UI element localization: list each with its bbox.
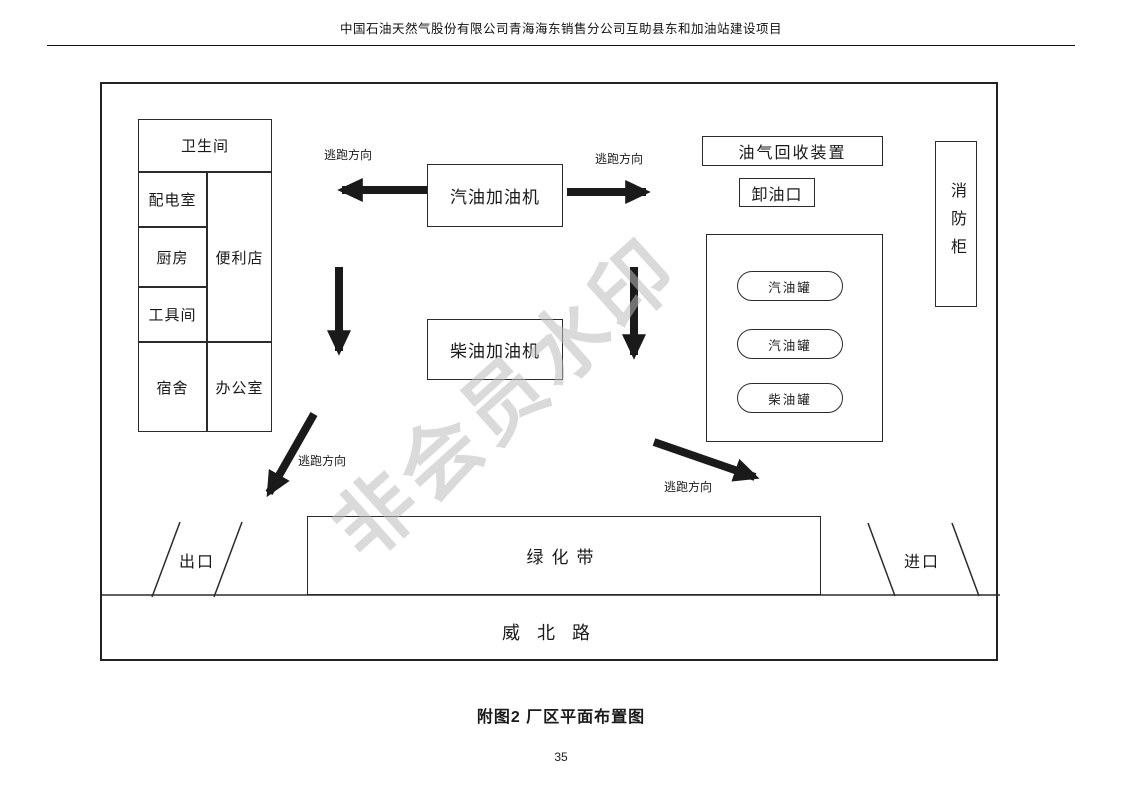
- header-rule: [47, 45, 1075, 46]
- escape-label-top-left: 逃跑方向: [324, 148, 373, 162]
- room-toilet: 卫生间: [138, 119, 272, 172]
- diagram-lines: [102, 178, 1000, 598]
- exit-slant-2: [213, 521, 243, 598]
- green-belt-box: 绿化带: [307, 516, 821, 595]
- tank-area-box: 汽油罐 汽油罐 柴油罐: [706, 234, 883, 442]
- room-power: 配电室: [138, 172, 207, 227]
- tank-gasoline-2: 汽油罐: [737, 329, 843, 359]
- oil-unloading-port-box: 卸油口: [739, 178, 815, 207]
- page-header: 中国石油天然气股份有限公司青海海东销售分公司互助县东和加油站建设项目: [339, 22, 782, 36]
- road-name: 威 北 路: [501, 623, 596, 643]
- entrance-slant-1: [867, 522, 896, 597]
- vapor-recovery-box: 油气回收装置: [702, 136, 883, 166]
- gasoline-dispenser-box: 汽油加油机: [427, 164, 563, 227]
- escape-arrow-exit: [265, 412, 318, 498]
- room-dormitory: 宿舍: [138, 342, 207, 432]
- escape-label-bottom-left: 逃跑方向: [298, 454, 347, 468]
- tank-gasoline-1: 汽油罐: [737, 271, 843, 301]
- entrance-label: 进口: [903, 554, 940, 571]
- room-kitchen: 厨房: [138, 227, 207, 287]
- page-number: 35: [554, 750, 568, 764]
- figure-caption: 附图2 厂区平面布置图: [476, 709, 646, 726]
- escape-label-top-right: 逃跑方向: [595, 152, 644, 166]
- diesel-dispenser-box: 柴油加油机: [427, 319, 563, 380]
- escape-arrow-entrance: [652, 438, 760, 482]
- exit-label: 出口: [178, 554, 215, 571]
- escape-label-bottom-right: 逃跑方向: [664, 480, 713, 494]
- room-store: 便利店: [207, 172, 272, 342]
- fire-cabinet-label: 消防柜: [948, 182, 965, 266]
- tank-diesel: 柴油罐: [737, 383, 843, 413]
- exit-slant-1: [151, 521, 181, 598]
- room-office: 办公室: [207, 342, 272, 432]
- building-block: 卫生间 配电室 便利店 厨房 工具间 宿舍 办公室: [138, 119, 272, 432]
- fire-cabinet-box: 消防柜: [935, 141, 977, 307]
- room-tools: 工具间: [138, 287, 207, 342]
- site-plan-diagram: 卫生间 配电室 便利店 厨房 工具间 宿舍 办公室 汽油加油机 柴油加油机 油气…: [100, 82, 1000, 661]
- entrance-slant-2: [951, 522, 980, 597]
